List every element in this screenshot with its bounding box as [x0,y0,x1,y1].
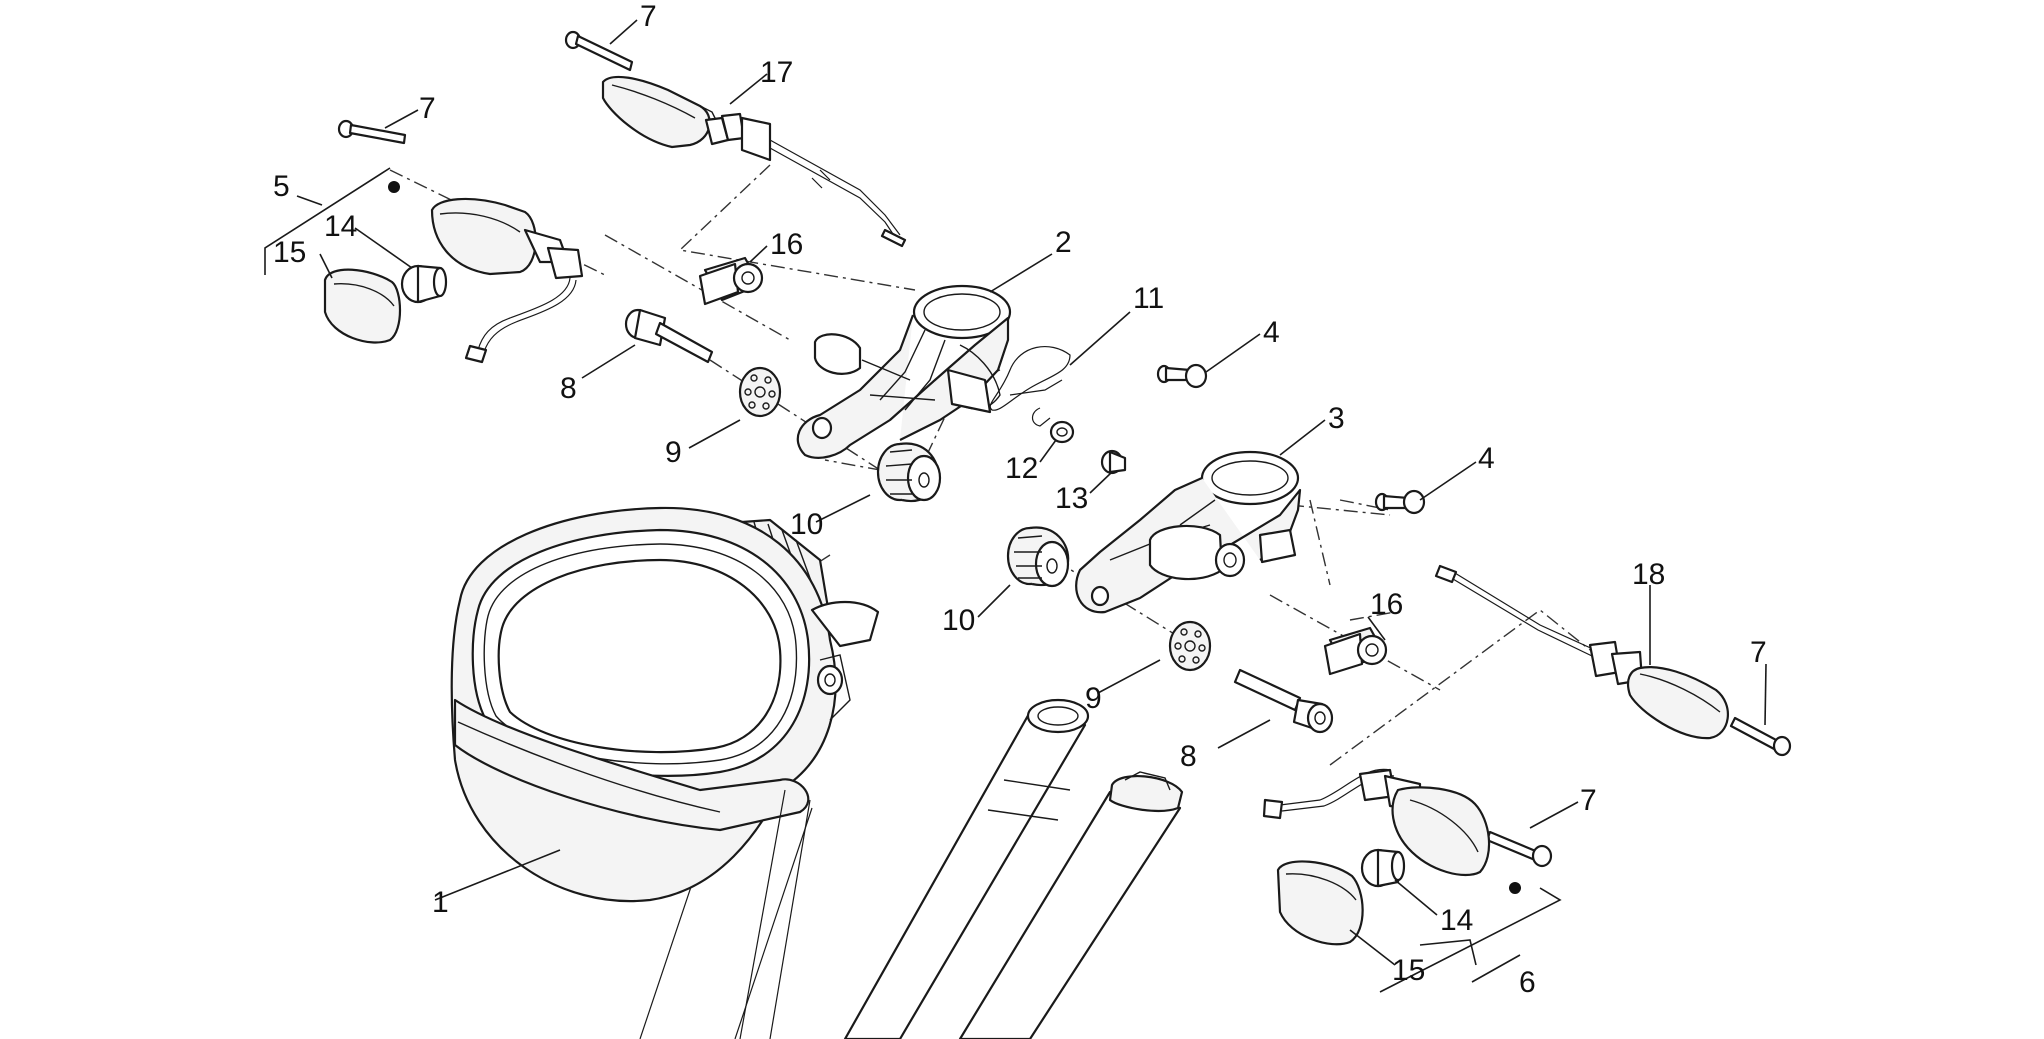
callout-7-right: 7 [1750,636,1767,669]
indicator-left-assembly [388,181,584,364]
headlamp-1 [450,506,880,1039]
indicator-lower-assembly [1262,768,1521,894]
callout-10-lower: 10 [942,604,975,637]
rubber-10-lower [1006,526,1070,588]
damper-9-lower [1168,620,1212,672]
bracket-3 [1075,450,1302,614]
callout-5: 5 [273,170,290,203]
callout-4-right: 4 [1478,442,1495,475]
screw-4-upper [1156,363,1208,389]
callout-labels: 1 2 3 4 4 5 6 7 7 7 7 8 8 9 9 10 10 11 1… [273,0,1767,999]
callout-2: 2 [1055,226,1072,259]
screw-7-lower [1485,830,1553,868]
bolt-8-upper [624,308,714,364]
callout-17: 17 [760,56,793,89]
lens-15-left [323,268,401,344]
callout-14-left: 14 [324,210,357,243]
screw-4-right [1374,489,1426,515]
callout-3: 3 [1328,402,1345,435]
callout-4-upper: 4 [1263,316,1280,349]
callout-9-lower: 9 [1085,682,1102,715]
callout-15-left: 15 [273,236,306,269]
group-6-bracket [1379,887,1562,993]
callout-8-lower: 8 [1180,740,1197,773]
clip-small [1031,407,1051,427]
bulb-14-lower [1360,848,1406,888]
callout-9-upper: 9 [665,436,682,469]
screw-13 [1100,449,1127,475]
fork-tubes [639,698,1184,1039]
callout-11: 11 [1133,282,1164,315]
callout-16-lower: 16 [1370,588,1403,621]
callout-7-lower: 7 [1580,784,1597,817]
sleeve-16-lower [1323,626,1388,676]
screw-7-upper [564,30,634,72]
bolt-8-lower [1233,668,1334,734]
callout-7-upper: 7 [640,0,657,33]
indicator-upper-left [601,75,907,248]
callout-7-left: 7 [419,92,436,125]
callout-16-upper: 16 [770,228,803,261]
callout-18: 18 [1632,558,1665,591]
bulb-14-left [400,264,448,304]
callout-10-upper: 10 [790,508,823,541]
rubber-10-upper [876,442,942,503]
callout-12: 12 [1005,452,1038,485]
damper-9-upper [738,366,782,418]
lens-15-lower [1276,860,1364,946]
callout-15-lower: 15 [1392,954,1425,987]
washer-12 [1049,420,1075,444]
screw-7-right [1729,716,1792,757]
sleeve-16-upper [698,256,764,306]
group-5-bracket [264,167,391,275]
leader-lines [296,19,1767,983]
callout-13: 13 [1055,482,1088,515]
callout-6: 6 [1519,966,1536,999]
indicator-right [1434,564,1729,740]
clip-11 [989,346,1071,411]
callout-8-upper: 8 [560,372,577,405]
screw-7-left [337,119,407,145]
callout-1: 1 [432,886,449,919]
callout-14-lower: 14 [1440,904,1473,937]
bracket-2 [796,284,1012,459]
